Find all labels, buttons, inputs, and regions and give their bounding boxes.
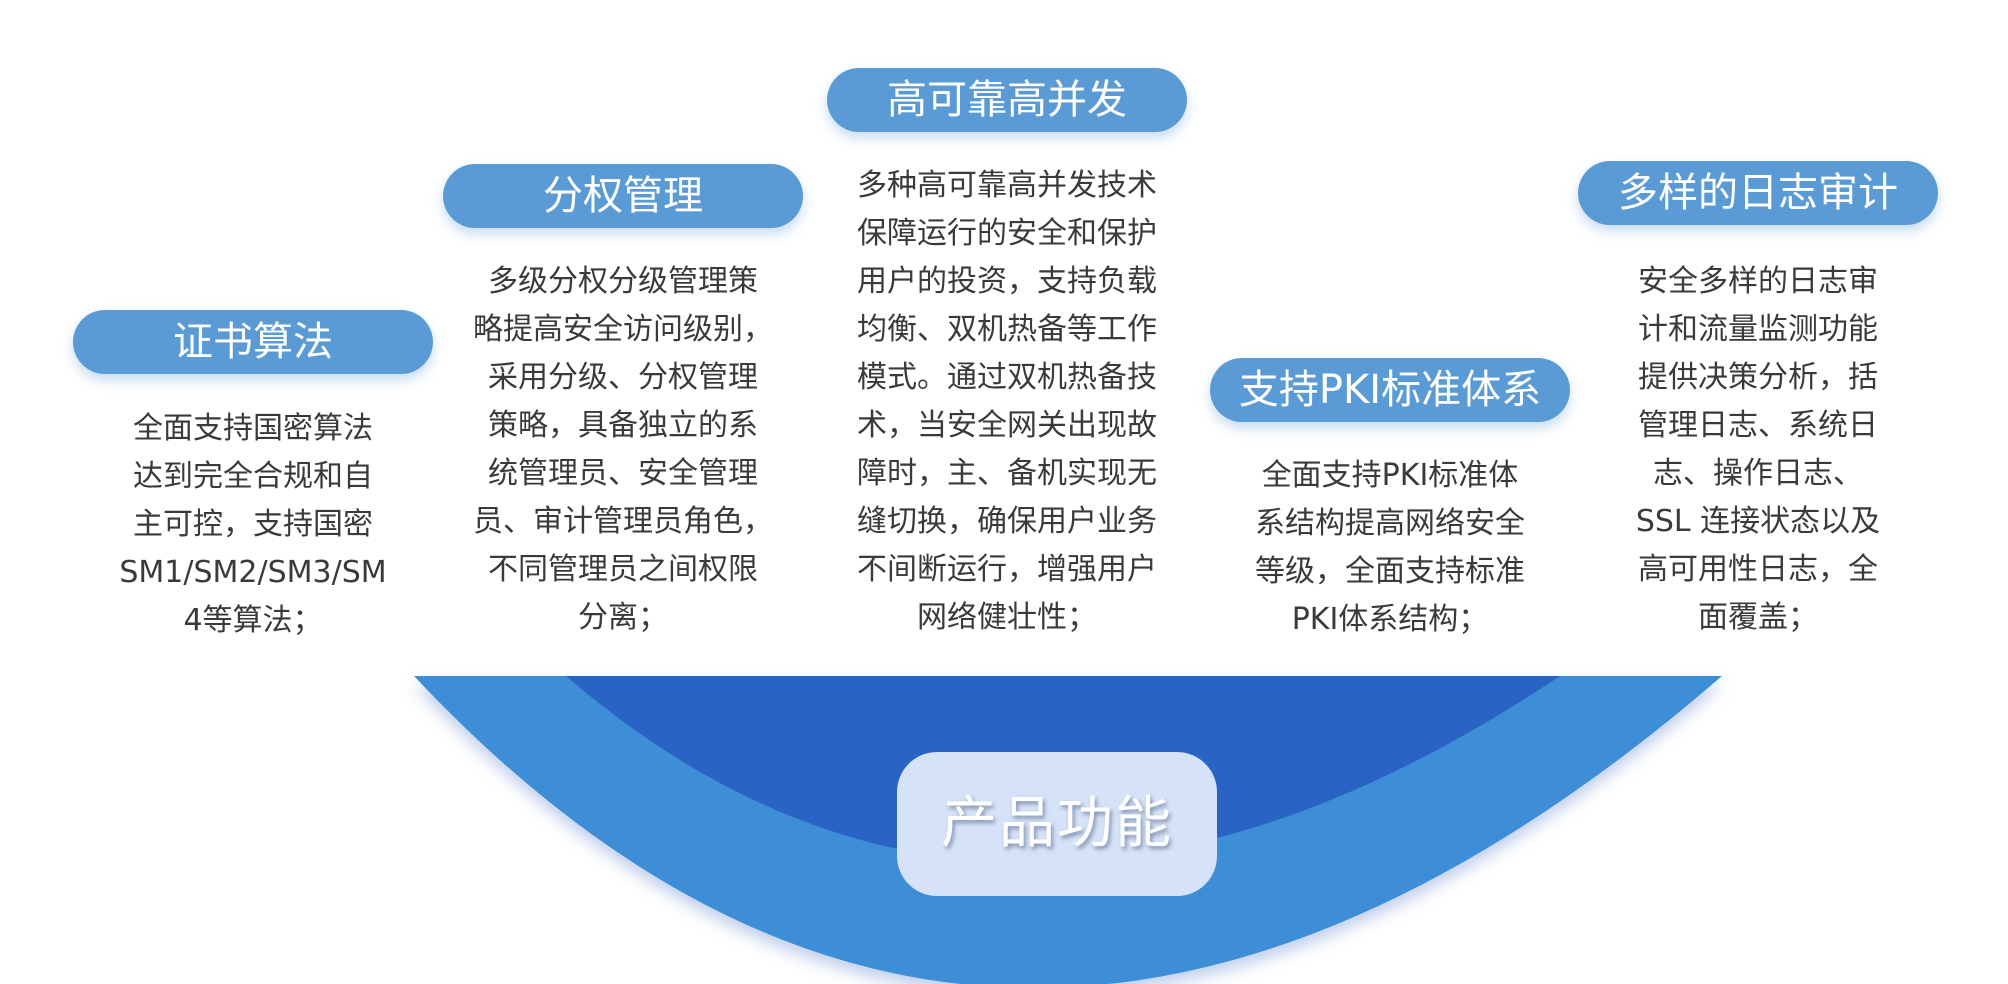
desc-line: 等级，全面支持标准	[1255, 554, 1525, 589]
desc-line: 障时，主、备机实现无	[857, 456, 1157, 491]
desc-line: 系结构提高网络安全	[1255, 506, 1525, 541]
desc-line: 员、审计管理员角色，	[473, 504, 773, 539]
feature-desc-permission-management: 多级分权分级管理策 略提高安全访问级别， 采用分级、分权管理 策略，具备独立的系…	[443, 258, 803, 642]
desc-line: 提供决策分析，括	[1638, 360, 1878, 395]
center-product-features-label: 产品功能	[897, 752, 1217, 896]
desc-line: 多种高可靠高并发技术	[857, 168, 1157, 203]
feature-title-permission-management: 分权管理	[443, 164, 803, 228]
desc-line: 网络健壮性；	[917, 600, 1097, 635]
feature-title-high-availability: 高可靠高并发	[827, 68, 1187, 132]
desc-line: 安全多样的日志审	[1638, 264, 1878, 299]
feature-desc-high-availability: 多种高可靠高并发技术 保障运行的安全和保护 用户的投资，支持负载 均衡、双机热备…	[817, 162, 1197, 642]
desc-line: 全面支持国密算法	[133, 411, 373, 446]
desc-line: 计和流量监测功能	[1638, 312, 1878, 347]
feature-title-log-audit: 多样的日志审计	[1578, 161, 1938, 225]
desc-line: 全面支持PKI标准体	[1261, 458, 1519, 493]
desc-line: 高可用性日志，全	[1638, 552, 1878, 587]
desc-line: 4等算法；	[183, 603, 323, 638]
desc-line: 统管理员、安全管理	[488, 456, 758, 491]
desc-line: PKI体系结构；	[1291, 602, 1489, 637]
desc-line: 主可控，支持国密	[133, 507, 373, 542]
desc-line: 面覆盖；	[1698, 600, 1818, 635]
desc-line: 用户的投资，支持负载	[857, 264, 1157, 299]
desc-line: 术，当安全网关出现故	[857, 408, 1157, 443]
desc-line: SM1/SM2/SM3/SM	[119, 555, 387, 590]
desc-line: 多级分权分级管理策	[488, 264, 758, 299]
feature-desc-log-audit: 安全多样的日志审 计和流量监测功能 提供决策分析，括 管理日志、系统日 志、操作…	[1578, 258, 1938, 642]
desc-line: 志、操作日志、	[1653, 456, 1863, 491]
desc-line: 管理日志、系统日	[1638, 408, 1878, 443]
feature-title-pki-standard: 支持PKI标准体系	[1210, 358, 1570, 422]
desc-line: 分离；	[578, 600, 668, 635]
feature-title-cert-algorithm: 证书算法	[73, 310, 433, 374]
desc-line: SSL 连接状态以及	[1635, 504, 1881, 539]
desc-line: 采用分级、分权管理	[488, 360, 758, 395]
desc-line: 保障运行的安全和保护	[857, 216, 1157, 251]
desc-line: 略提高安全访问级别，	[473, 312, 773, 347]
desc-line: 不间断运行，增强用户	[857, 552, 1157, 587]
desc-line: 模式。通过双机热备技	[857, 360, 1157, 395]
desc-line: 策略，具备独立的系	[488, 408, 758, 443]
desc-line: 达到完全合规和自	[133, 459, 373, 494]
desc-line: 缝切换，确保用户业务	[857, 504, 1157, 539]
feature-desc-pki-standard: 全面支持PKI标准体 系结构提高网络安全 等级，全面支持标准 PKI体系结构；	[1210, 452, 1570, 644]
feature-desc-cert-algorithm: 全面支持国密算法 达到完全合规和自 主可控，支持国密 SM1/SM2/SM3/S…	[73, 405, 433, 645]
desc-line: 不同管理员之间权限	[488, 552, 758, 587]
desc-line: 均衡、双机热备等工作	[857, 312, 1157, 347]
